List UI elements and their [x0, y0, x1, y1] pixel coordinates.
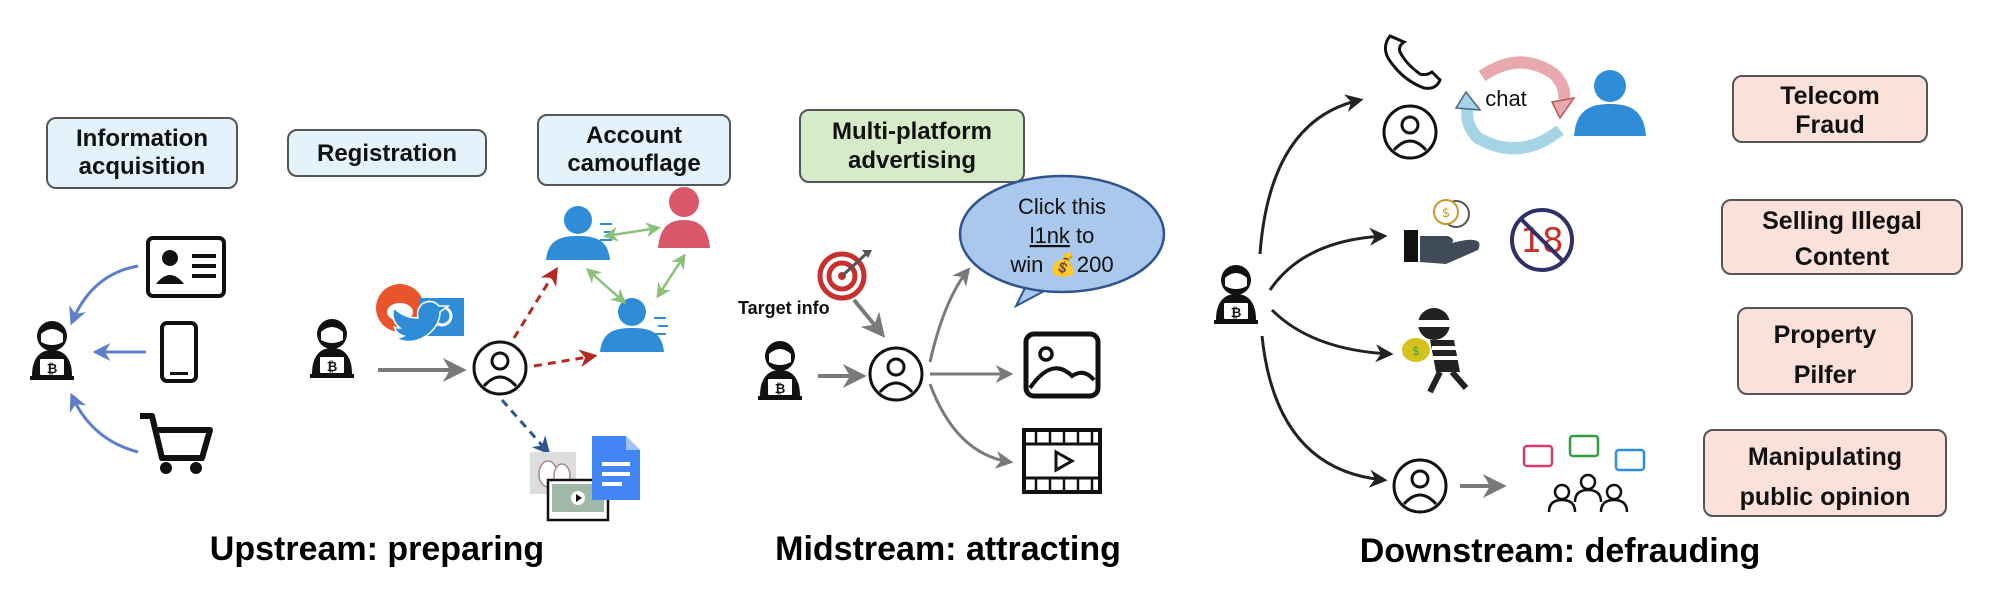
crowd-chat-icon — [1522, 434, 1646, 514]
chat-label: chat — [1485, 86, 1527, 111]
info-acquisition-line2: acquisition — [79, 153, 206, 180]
google-docs-icon — [592, 436, 640, 500]
user-account-icon-midstream — [868, 346, 924, 402]
multi-platform-advertising-box: Multi-platform advertising — [799, 109, 1025, 183]
phone-icon — [160, 321, 198, 383]
downstream-title: Downstream: defrauding — [1360, 532, 1760, 570]
money-bag-icon: 💰 — [1050, 252, 1077, 278]
twitter-icon — [392, 300, 451, 343]
selling-illegal-content-box: Selling Illegal Content — [1721, 199, 1963, 275]
arrow-idcard-to-hacker — [69, 264, 139, 326]
bubble-link: l1nk — [1030, 223, 1071, 248]
hacker-icon — [29, 320, 75, 381]
arrow-cart-to-hacker — [69, 392, 139, 454]
upstream-section: Information acquisition Registration Acc… — [29, 114, 731, 568]
target-icon — [817, 250, 872, 301]
advertising-line1: Multi-platform — [832, 118, 992, 145]
shopping-cart-icon — [140, 413, 213, 474]
chat-cycle-icon: chat — [1454, 56, 1576, 155]
property-pilfer-line1: Property — [1774, 321, 1877, 349]
bubble-line1: Click this — [1018, 194, 1106, 219]
selling-illegal-line1: Selling Illegal — [1762, 207, 1922, 235]
property-pilfer-box: Property Pilfer — [1737, 307, 1913, 395]
fake-user-icon-red — [658, 187, 710, 248]
arrow-to-selling — [1268, 227, 1388, 291]
hacker-icon-downstream — [1213, 264, 1259, 325]
image-icon — [1023, 331, 1101, 399]
downstream-section: chat $ 18 $ — [1213, 34, 1963, 570]
user-account-icon-opinion — [1392, 458, 1448, 514]
telephone-icon — [1383, 34, 1442, 90]
telecom-fraud-line2: Fraud — [1795, 111, 1864, 139]
bubble-line2-suffix: to — [1070, 223, 1094, 248]
arrow-to-video — [928, 383, 1014, 469]
selling-illegal-line2: Content — [1795, 243, 1890, 271]
midstream-section: Multi-platform advertising Target info C… — [738, 109, 1166, 568]
upstream-title: Upstream: preparing — [210, 530, 544, 568]
victim-user-icon — [1382, 104, 1438, 160]
bubble-line3-prefix: win — [1009, 252, 1049, 277]
hacker-icon-registration — [309, 318, 355, 379]
info-acquisition-box: Information acquisition — [46, 117, 238, 189]
property-pilfer-line2: Pilfer — [1794, 361, 1857, 389]
hacker-icon-midstream — [757, 340, 803, 401]
arrow-to-telecom — [1258, 94, 1364, 255]
arrow-account-to-user2 — [533, 349, 598, 368]
manipulating-opinion-box: Manipulating public opinion — [1703, 429, 1947, 517]
target-info-label: Target info — [738, 298, 830, 318]
scam-message-bubble: Click this l1nk to win 💰200 — [958, 174, 1166, 309]
midstream-title: Midstream: attracting — [775, 530, 1121, 568]
user-account-icon — [472, 340, 528, 396]
svg-text:$: $ — [1442, 206, 1450, 221]
fake-user-icon-2 — [600, 298, 664, 352]
no-under-18-icon: 18 — [1510, 208, 1574, 272]
manipulating-opinion-line2: public opinion — [1740, 483, 1911, 511]
account-camouflage-box: Account camouflage — [537, 114, 731, 186]
bubble-line3: win 💰200 — [1009, 252, 1113, 278]
registration-label: Registration — [317, 140, 457, 167]
telecom-fraud-box: Telecom Fraud — [1732, 75, 1928, 143]
fake-user-icon-1 — [546, 206, 610, 260]
arrow-to-bubble — [928, 267, 971, 363]
registration-box: Registration — [287, 129, 487, 177]
manipulating-opinion-line1: Manipulating — [1748, 443, 1902, 471]
bubble-line2: l1nk to — [1030, 223, 1095, 248]
link-arrow-1 — [603, 222, 661, 242]
arrow-account-to-content — [500, 399, 551, 455]
arrow-to-pilfer — [1270, 308, 1394, 363]
link-arrow-3 — [656, 253, 686, 299]
arrow-to-opinion — [1260, 335, 1388, 488]
link-arrow-2 — [585, 268, 627, 304]
video-film-icon — [1022, 428, 1102, 494]
telecom-fraud-line1: Telecom — [1780, 82, 1880, 110]
coins-icon: $ — [1433, 199, 1470, 228]
arrow-target-to-user — [852, 298, 886, 338]
advertising-line2: advertising — [848, 147, 976, 174]
svg-text:$: $ — [1412, 344, 1420, 358]
bubble-line3-suffix: 200 — [1077, 252, 1114, 277]
arrow-account-to-user1 — [512, 266, 558, 339]
hand-giving-icon — [1404, 230, 1480, 264]
id-card-icon — [146, 236, 226, 298]
thief-icon: $ — [1402, 308, 1469, 394]
account-camouflage-line1: Account — [586, 122, 682, 149]
person-icon — [1574, 70, 1646, 136]
info-acquisition-line1: Information — [76, 125, 208, 152]
account-camouflage-line2: camouflage — [567, 150, 700, 177]
